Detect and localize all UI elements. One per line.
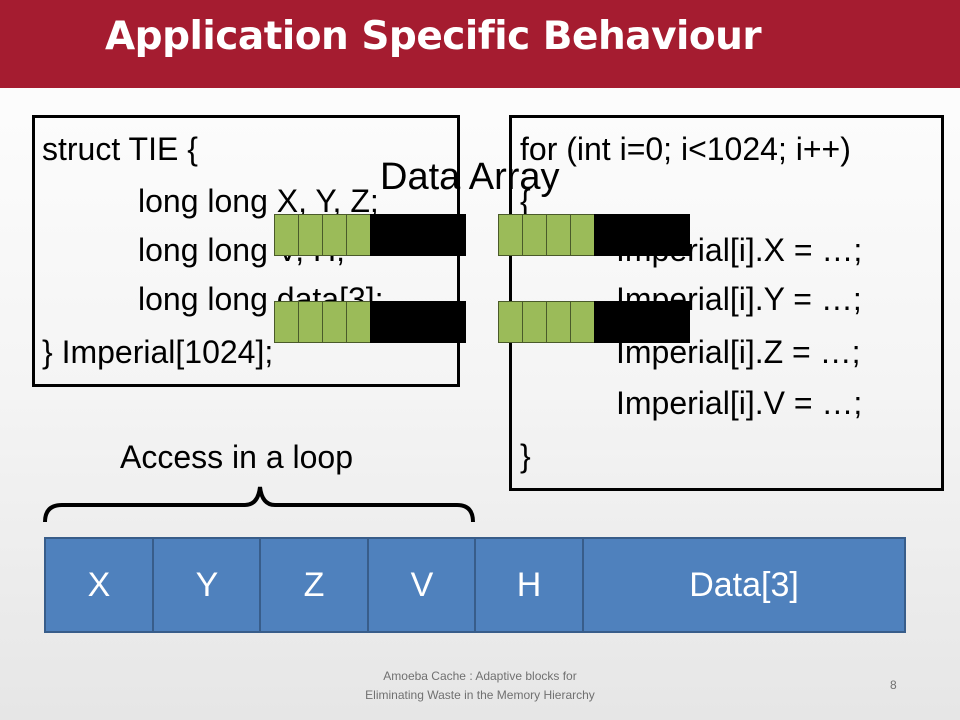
page-number: 8 bbox=[890, 678, 897, 692]
cache-block bbox=[498, 214, 690, 256]
slide-title: Application Specific Behaviour bbox=[105, 14, 762, 59]
struct-line-5: } Imperial[1024]; bbox=[42, 334, 274, 370]
used-word bbox=[570, 301, 595, 343]
used-word bbox=[274, 214, 299, 256]
used-word bbox=[546, 214, 571, 256]
struct-line-1: struct TIE { bbox=[42, 131, 198, 167]
used-word bbox=[346, 214, 371, 256]
wasted-words bbox=[594, 301, 690, 343]
wasted-words bbox=[594, 214, 690, 256]
used-word bbox=[498, 214, 523, 256]
wasted-words bbox=[370, 214, 466, 256]
cache-block bbox=[274, 301, 466, 343]
used-word bbox=[298, 214, 323, 256]
layout-field-v: V bbox=[367, 537, 477, 633]
used-word bbox=[346, 301, 371, 343]
footer-line-2: Eliminating Waste in the Memory Hierarch… bbox=[365, 688, 595, 702]
used-word bbox=[322, 214, 347, 256]
footer-line-1: Amoeba Cache : Adaptive blocks for bbox=[383, 669, 577, 683]
footer: Amoeba Cache : Adaptive blocks for Elimi… bbox=[330, 667, 630, 705]
wasted-words bbox=[370, 301, 466, 343]
loop-line-2: { bbox=[520, 183, 531, 219]
used-word bbox=[522, 301, 547, 343]
used-word bbox=[322, 301, 347, 343]
layout-field-x: X bbox=[44, 537, 154, 633]
loop-line-6: Imperial[i].V = …; bbox=[616, 385, 863, 421]
layout-field-z: Z bbox=[259, 537, 369, 633]
used-word bbox=[522, 214, 547, 256]
used-word bbox=[274, 301, 299, 343]
data-array-label: Data Array bbox=[380, 156, 560, 198]
struct-line-2: long long X, Y, Z; bbox=[138, 183, 379, 219]
cache-block bbox=[274, 214, 466, 256]
layout-field-data: Data[3] bbox=[582, 537, 906, 633]
loop-line-1: for (int i=0; i<1024; i++) bbox=[520, 131, 851, 167]
loop-line-7: } bbox=[520, 438, 531, 474]
used-word bbox=[498, 301, 523, 343]
access-label: Access in a loop bbox=[120, 439, 354, 475]
used-word bbox=[570, 214, 595, 256]
layout-field-y: Y bbox=[152, 537, 262, 633]
used-word bbox=[298, 301, 323, 343]
layout-field-h: H bbox=[474, 537, 584, 633]
used-word bbox=[546, 301, 571, 343]
cache-block bbox=[498, 301, 690, 343]
title-bar bbox=[0, 0, 960, 88]
